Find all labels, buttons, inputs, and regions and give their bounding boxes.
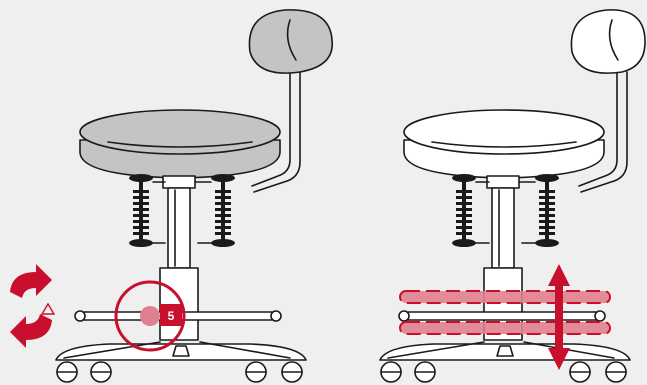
callout-5: 5 [114, 280, 186, 352]
right-base [379, 341, 631, 383]
left-backrest [248, 9, 333, 193]
left-base [55, 341, 307, 383]
right-backrest [570, 9, 646, 193]
right-seat [403, 109, 605, 179]
left-seat [79, 109, 281, 179]
left-spring-b [194, 174, 235, 247]
left-backrest-pad [248, 9, 333, 74]
foot-ring-lower-position [399, 321, 611, 335]
left-spring-a [129, 174, 166, 247]
foot-ring-upper-position [399, 290, 611, 304]
callout-label: 5 [168, 309, 175, 323]
right-foot-ring [398, 310, 606, 322]
rotate-arrows-icon [10, 264, 56, 348]
left-chair: 5 [10, 9, 333, 383]
right-backrest-pad [570, 9, 646, 74]
double-arrow-vertical-icon [548, 264, 570, 370]
right-chair [379, 9, 646, 383]
right-spring-b [518, 174, 559, 247]
left-column [159, 175, 199, 341]
right-spring-a [452, 174, 490, 247]
